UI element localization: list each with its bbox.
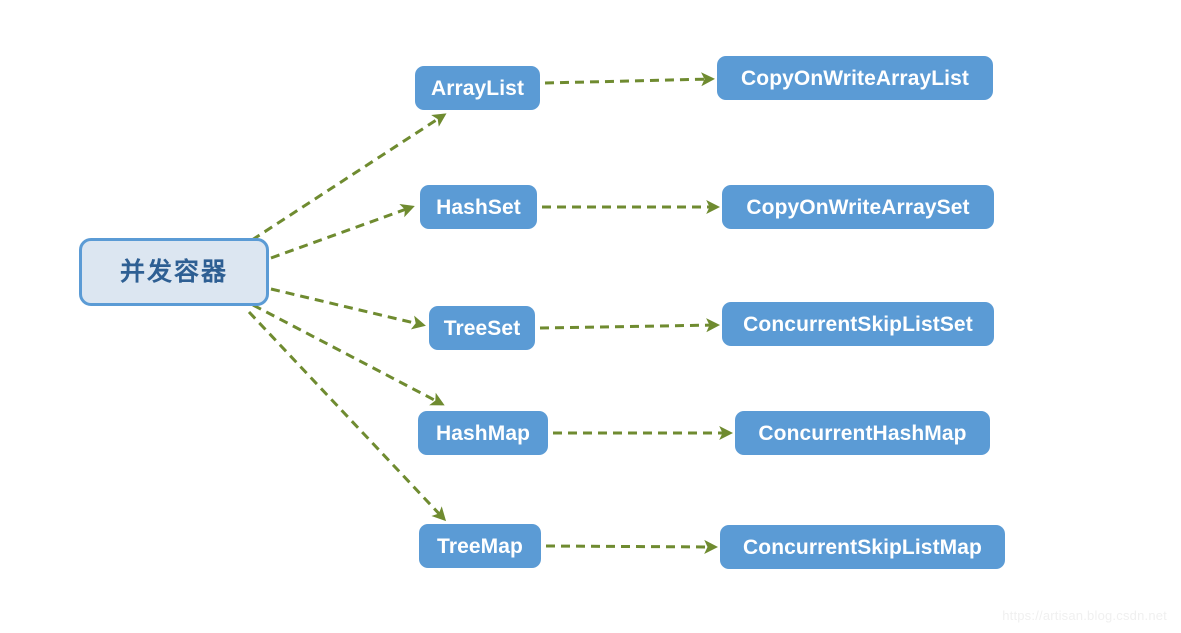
node-target-treeset-label: ConcurrentSkipListSet [743,312,973,336]
node-source-hashset-label: HashSet [436,195,521,219]
node-target-hashmap-label: ConcurrentHashMap [758,421,967,445]
node-root-concurrent-container-label: 并发容器 [119,257,228,286]
node-source-hashmap[interactable]: HashMap [418,411,548,455]
edge-layer [247,72,734,554]
node-target-treemap[interactable]: ConcurrentSkipListMap [720,525,1005,569]
edge-treeset-to-cslset [539,318,720,333]
edge-root-to-arraylist [251,113,447,242]
node-source-list-label: ArrayList [430,76,525,100]
edge-arraylist-to-cowal [544,72,715,87]
node-target-list-label: CopyOnWriteArrayList [741,66,969,90]
node-target-hashset-label: CopyOnWriteArraySet [746,195,970,219]
node-target-list[interactable]: CopyOnWriteArrayList [717,56,993,100]
edge-root-to-hashmap [252,303,445,406]
node-source-treemap-label: TreeMap [437,534,523,558]
watermark-text: https://artisan.blog.csdn.net [1002,608,1167,623]
node-target-hashmap[interactable]: ConcurrentHashMap [735,411,990,455]
node-target-hashset[interactable]: CopyOnWriteArraySet [722,185,994,229]
node-source-list[interactable]: ArrayList [415,66,540,110]
edge-root-to-treemap [247,310,447,522]
edge-root-to-hashset [270,204,415,260]
node-source-hashmap-label: HashMap [435,421,531,445]
node-target-treemap-label: ConcurrentSkipListMap [743,535,982,559]
node-target-treeset[interactable]: ConcurrentSkipListSet [722,302,994,346]
node-source-hashset[interactable]: HashSet [420,185,537,229]
edge-root-to-treeset [270,287,426,330]
edge-treemap-to-cslmap [545,539,718,554]
node-root-concurrent-container[interactable]: 并发容器 [79,238,269,306]
node-source-treeset-label: TreeSet [443,316,521,340]
node-source-treemap[interactable]: TreeMap [419,524,541,568]
node-source-treeset[interactable]: TreeSet [429,306,535,350]
